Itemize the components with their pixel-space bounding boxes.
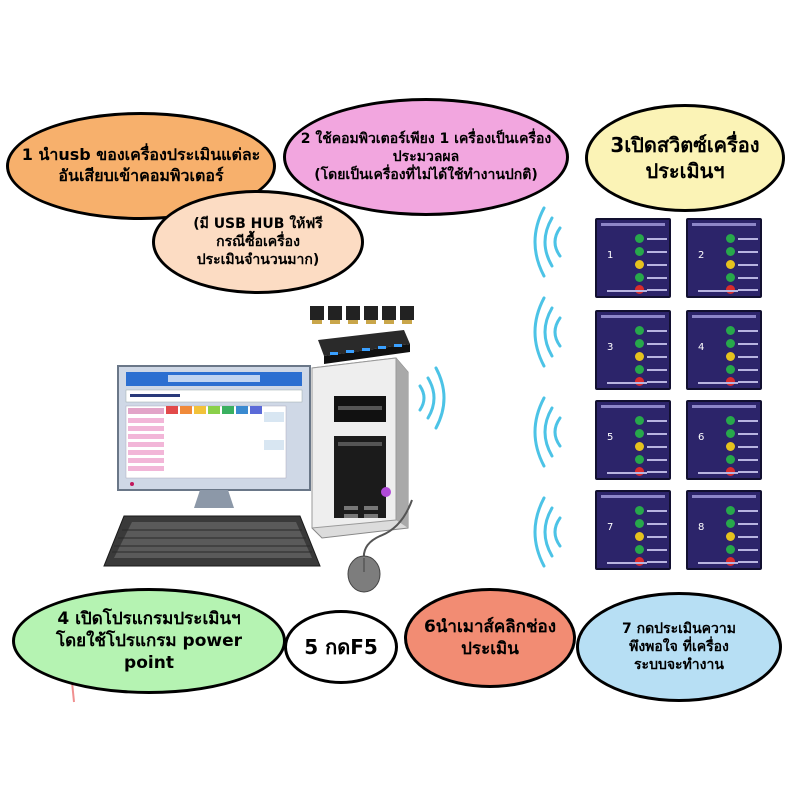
step-6-text: 6นำเมาส์คลิกช่อง ประเมิน [423, 616, 557, 659]
step-4-text: 4 เปิดโปรแกรมประเมินฯ โดยใช้โปรแกรม powe… [56, 608, 242, 674]
evaluation-device-icon: 7 [595, 490, 671, 570]
pc-tower-icon [311, 357, 409, 539]
device-number: 3 [607, 342, 614, 353]
keyboard-icon [103, 515, 321, 567]
usb-dongle-icon [310, 306, 414, 324]
evaluation-device-icon: 2 [686, 218, 762, 298]
device-number: 4 [698, 342, 705, 353]
usb-hub-icon [318, 330, 410, 364]
device-number: 6 [698, 432, 705, 443]
step-2-text: 2 ใช้คอมพิวเตอร์เพียง 1 เครื่องเป็นเครื่… [300, 130, 552, 184]
usb-hub-note-text: (มี USB HUB ให้ฟรี กรณีซื้อเครื่อง ประเม… [193, 215, 323, 269]
step-6-bubble: 6นำเมาส์คลิกช่อง ประเมิน [404, 588, 576, 688]
evaluation-device-icon: 5 [595, 400, 671, 480]
step-5-bubble: 5 กดF5 [284, 610, 398, 684]
usb-hub-note-bubble: (มี USB HUB ให้ฟรี กรณีซื้อเครื่อง ประเม… [152, 190, 364, 294]
evaluation-device-icon: 3 [595, 310, 671, 390]
step-2-bubble: 2 ใช้คอมพิวเตอร์เพียง 1 เครื่องเป็นเครื่… [283, 98, 569, 216]
step-3-text: 3เปิดสวิตซ์เครื่อง ประเมินฯ [610, 133, 760, 183]
evaluation-device-icon: 8 [686, 490, 762, 570]
evaluation-device-icon: 1 [595, 218, 671, 298]
mouse-icon [347, 499, 413, 593]
device-number: 8 [698, 522, 705, 533]
device-number: 2 [698, 250, 705, 261]
step-5-text: 5 กดF5 [304, 635, 378, 659]
device-number: 7 [607, 522, 614, 533]
step-4-bubble: 4 เปิดโปรแกรมประเมินฯ โดยใช้โปรแกรม powe… [12, 588, 286, 694]
decorative-line [71, 681, 75, 703]
evaluation-device-icon: 4 [686, 310, 762, 390]
device-number: 5 [607, 432, 614, 443]
step-3-bubble: 3เปิดสวิตซ์เครื่อง ประเมินฯ [585, 104, 785, 212]
step-1-text: 1 นำusb ของเครื่องประเมินแต่ละ อันเสียบเ… [21, 145, 261, 185]
step-7-bubble: 7 กดประเมินความ พึงพอใจ ที่เครื่อง ระบบจ… [576, 592, 782, 702]
wireless-signal-icon [418, 206, 562, 568]
computer-monitor-icon [117, 365, 311, 508]
evaluation-device-icon: 6 [686, 400, 762, 480]
step-7-text: 7 กดประเมินความ พึงพอใจ ที่เครื่อง ระบบจ… [621, 620, 736, 674]
device-number: 1 [607, 250, 614, 261]
